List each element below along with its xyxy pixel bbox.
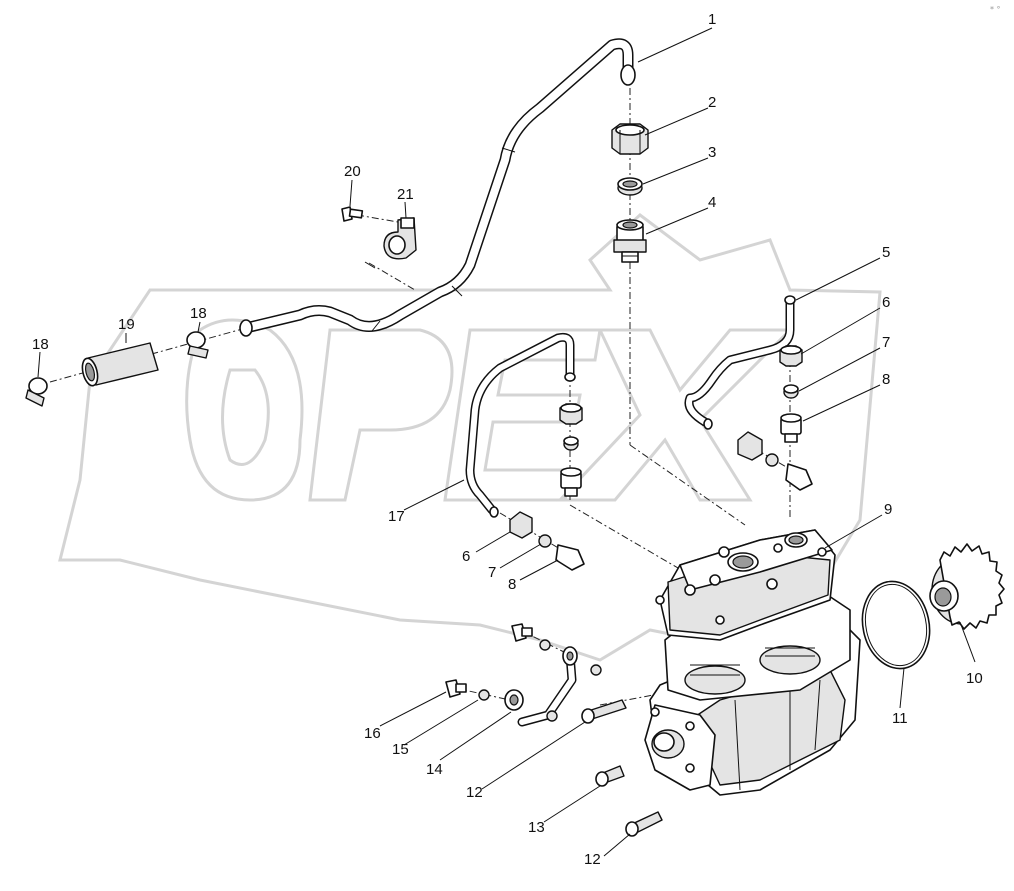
fitting-stack-diagonal-left (509, 511, 585, 571)
callout-20: 20 (344, 163, 361, 180)
bolt-13 (595, 765, 625, 787)
washer-15 (478, 639, 551, 701)
fitting-4 (613, 219, 647, 263)
callout-8: 8 (882, 371, 890, 388)
callout-17: 17 (388, 508, 405, 525)
banjo-pipe-14 (504, 646, 602, 727)
pipe-5 (684, 295, 796, 430)
bolt-12-lower (625, 811, 663, 837)
callout-16: 16 (364, 725, 381, 742)
clip-21 (364, 217, 417, 269)
bolt-12-upper (581, 699, 627, 724)
callout-11: 11 (892, 710, 908, 727)
callout-6-lower: 6 (462, 548, 470, 565)
callout-21: 21 (397, 186, 414, 203)
bolt-20 (341, 206, 364, 222)
callout-labels: 1 2 3 4 5 6 7 8 9 10 11 12 13 14 15 16 1… (32, 11, 983, 868)
pipe-1 (239, 38, 636, 337)
callout-14: 14 (426, 761, 443, 778)
o-ring-11 (861, 580, 931, 670)
fitting-stack-upper (559, 403, 583, 497)
callout-18: 18 (32, 336, 49, 353)
callout-5: 5 (882, 244, 890, 261)
banjo-bolt-16 (445, 623, 533, 698)
callout-13: 13 (528, 819, 545, 836)
corner-mark: * ° (990, 5, 1001, 14)
fitting-stack-right (779, 345, 803, 443)
compressor-9 (644, 529, 861, 796)
fitting-stack-diagonal-right (737, 431, 813, 491)
callout-12: 12 (466, 784, 483, 801)
callout-9: 9 (884, 501, 892, 518)
callout-19: 19 (118, 316, 135, 333)
leader-lines (37, 27, 976, 857)
callout-10: 10 (966, 670, 983, 687)
callout-6: 6 (882, 294, 890, 311)
seal-ring-3 (617, 177, 643, 196)
callout-15: 15 (392, 741, 409, 758)
callout-3: 3 (708, 144, 716, 161)
nut-2 (611, 123, 649, 155)
callout-4: 4 (708, 194, 716, 211)
hose-clamp-18 (25, 331, 209, 407)
gear-10 (929, 543, 1005, 630)
callout-18-right: 18 (190, 305, 207, 322)
hose-19 (81, 342, 159, 387)
callout-7: 7 (882, 334, 890, 351)
callout-1: 1 (708, 11, 716, 28)
callout-12-lower: 12 (584, 851, 601, 868)
callout-7-lower: 7 (488, 564, 496, 581)
callout-8-lower: 8 (508, 576, 516, 593)
pipe-17 (465, 332, 576, 518)
callout-2: 2 (708, 94, 716, 111)
